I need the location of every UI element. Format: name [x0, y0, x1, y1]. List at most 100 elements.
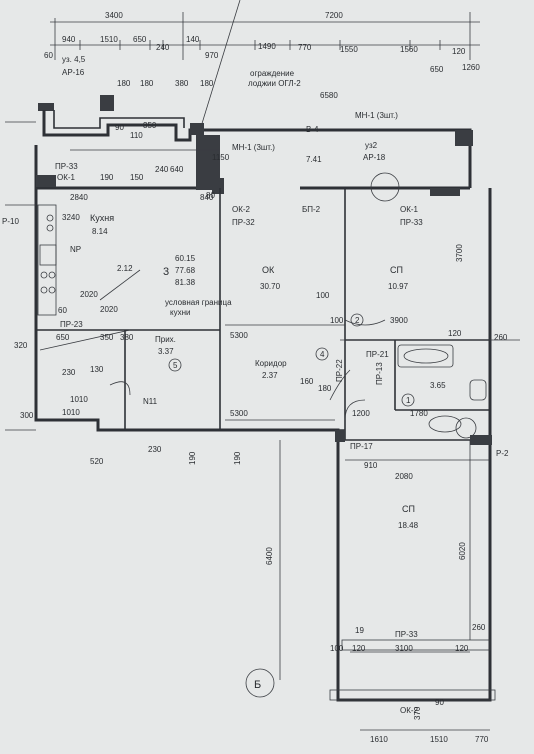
bath-fixtures [397, 344, 487, 433]
label-pr33-c: ПР-33 [395, 630, 418, 639]
dim-190: 190 [100, 173, 114, 182]
label-ok1-a: ОК-1 [57, 173, 76, 182]
apt-area-2: 77.68 [175, 266, 196, 275]
top-dimension-lines [50, 0, 480, 131]
dim-60b: 60 [58, 306, 67, 315]
label-pr23: ПР-23 [60, 320, 83, 329]
dim-180a: 180 [117, 79, 131, 88]
dim-3100: 3100 [395, 644, 413, 653]
dim-520: 520 [90, 457, 104, 466]
dim-230b: 230 [148, 445, 162, 454]
label-pr13: ПР-13 [375, 362, 384, 385]
note-ar16: АР-16 [62, 68, 85, 77]
dim-1260: 1260 [462, 63, 480, 72]
dim-180c: 180 [200, 79, 214, 88]
label-pr32: ПР-32 [232, 218, 255, 227]
label-pr33-b: ПР-33 [400, 218, 423, 227]
dim-120a: 120 [448, 329, 462, 338]
room-area-212: 2.12 [117, 264, 133, 273]
dim-180b: 180 [140, 79, 154, 88]
label-pr33-a: ПР-33 [55, 162, 78, 171]
dim-910: 910 [364, 461, 378, 470]
apt-area-1: 60.15 [175, 254, 196, 263]
room-sp1-name: СП [390, 265, 403, 275]
dim-640: 640 [170, 165, 184, 174]
dim-260b: 260 [472, 623, 486, 632]
inner-dim-lines [5, 121, 520, 731]
dim-110: 110 [130, 131, 143, 140]
dim-1010b: 1010 [62, 408, 80, 417]
room-kitchen-name: Кухня [90, 213, 114, 223]
label-ok2-a: ОК-2 [232, 205, 251, 214]
note-cond-border-2: кухни [170, 308, 190, 317]
dim-140: 140 [186, 35, 200, 44]
note-np: NP [70, 245, 81, 254]
room-corr-area: 2.37 [262, 371, 278, 380]
dim-60: 60 [44, 51, 53, 60]
dim-240b: 240 [155, 165, 169, 174]
marker-2: 2 [355, 316, 360, 325]
dim-190c: 190 [233, 451, 242, 465]
label-ok2-b: ОК-2 [400, 706, 419, 715]
dim-940: 940 [62, 35, 76, 44]
dim-190b: 190 [188, 451, 197, 465]
room-bath-area: 3.65 [430, 381, 446, 390]
note-741: 7.41 [306, 155, 322, 164]
room-hall-area: 3.37 [158, 347, 174, 356]
dim-1150: 1150 [212, 153, 230, 162]
dim-19: 19 [355, 626, 364, 635]
circled-markers [168, 172, 477, 698]
loggia-walls [38, 95, 473, 188]
room-sp2-area: 18.48 [398, 521, 419, 530]
dim-350b: 350 [100, 333, 114, 342]
dim-5300a: 5300 [230, 331, 248, 340]
dim-970: 970 [205, 51, 219, 60]
walls [34, 135, 496, 702]
dim-770b: 770 [475, 735, 489, 744]
dim-3900: 3900 [390, 316, 408, 325]
dim-100c: 100 [330, 644, 344, 653]
room-kitchen-area: 8.14 [92, 227, 108, 236]
dim-230: 230 [62, 368, 76, 377]
dim-1510: 1510 [100, 35, 118, 44]
dim-380b: 380 [120, 333, 134, 342]
dim-1010a: 1010 [70, 395, 88, 404]
dim-1610: 1610 [370, 735, 388, 744]
dim-370: 370 [413, 706, 422, 720]
label-pr22: ПР-22 [335, 359, 344, 382]
room-hall-name: Прих. [155, 335, 176, 344]
dim-100a: 100 [316, 291, 330, 300]
dim-770: 770 [298, 43, 312, 52]
kitchen-fixtures [37, 204, 57, 316]
dim-5300b: 5300 [230, 409, 248, 418]
dim-overall-right: 7200 [325, 11, 343, 20]
dim-1490: 1490 [258, 42, 276, 51]
dim-380: 380 [175, 79, 189, 88]
dim-650: 650 [133, 35, 147, 44]
note-uz45: уз. 4,5 [62, 55, 86, 64]
room-sp1-area: 10.97 [388, 282, 409, 291]
dim-350: 350 [143, 121, 157, 130]
label-ok1-b: ОК-1 [400, 205, 419, 214]
marker-4: 4 [320, 350, 325, 359]
dim-1200: 1200 [352, 409, 370, 418]
dim-2840: 2840 [70, 193, 88, 202]
room-corr-name: Коридор [255, 359, 287, 368]
dim-1510b: 1510 [430, 735, 448, 744]
dim-120b: 120 [352, 644, 366, 653]
dim-840: 840 [200, 193, 214, 202]
note-mn1-top: МН-1 (3шт.) [355, 111, 398, 120]
dim-3240: 3240 [62, 213, 80, 222]
dim-6020: 6020 [458, 542, 467, 560]
dim-90: 90 [115, 123, 124, 132]
dim-6400: 6400 [265, 547, 274, 565]
dim-160: 160 [300, 377, 314, 386]
dim-120: 120 [452, 47, 466, 56]
axis-b: Б [254, 679, 261, 691]
dim-650b: 650 [430, 65, 444, 74]
dim-130: 130 [90, 365, 104, 374]
note-n11: N11 [143, 397, 158, 406]
dim-180d: 180 [318, 384, 332, 393]
